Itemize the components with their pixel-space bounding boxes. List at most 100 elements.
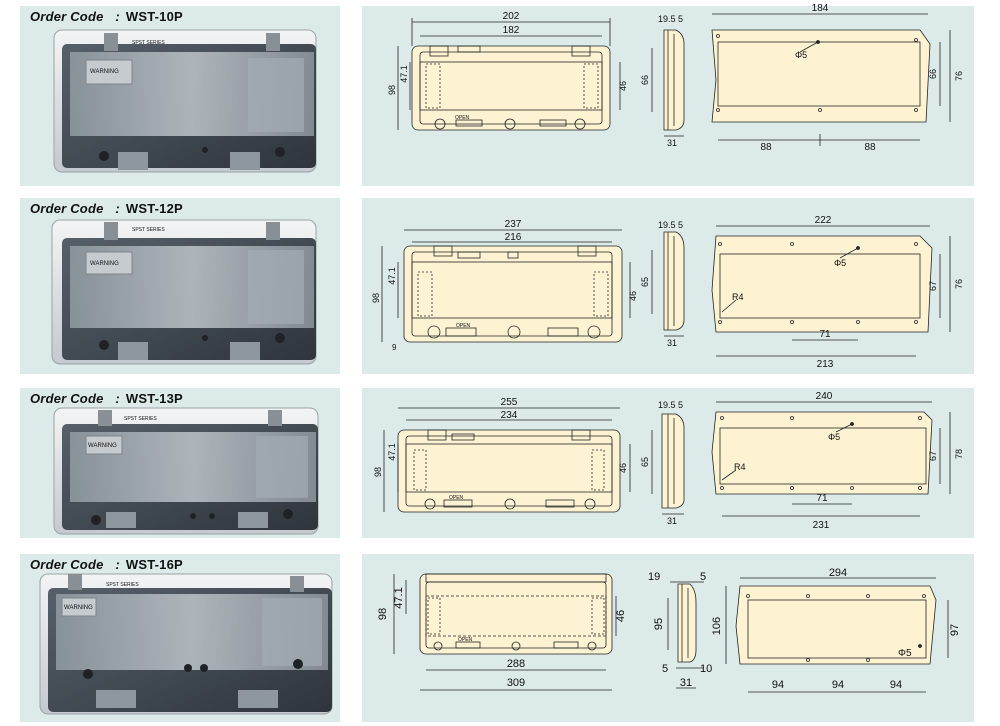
open-label: OPEN — [455, 115, 470, 121]
dim-corner-radius: R4 — [734, 462, 746, 472]
dim-side-depth: 31 — [667, 138, 677, 148]
dim-bottom-width: 213 — [817, 359, 834, 370]
series-sticker-text: SPST SERIES — [132, 40, 165, 46]
warning-sticker-text: WARNING — [88, 443, 117, 449]
open-label: OPEN — [449, 495, 464, 501]
dim-side-top-a: 19 — [648, 571, 660, 583]
side-view — [677, 583, 697, 663]
order-code-label-3: Order Code :WST-13P — [30, 391, 183, 406]
warning-sticker-text: WARNING — [90, 69, 119, 75]
front-view — [397, 429, 621, 513]
series-sticker-text: SPST SERIES — [106, 582, 139, 588]
dim-cutout-width: 184 — [812, 3, 829, 14]
drawing-wst-12p — [381, 225, 951, 357]
dim-bottom-width: 231 — [813, 520, 830, 531]
dim-side-height: 65 — [640, 457, 650, 467]
dim-height-total: 98 — [377, 608, 389, 620]
dim-cutout-width: 294 — [829, 567, 847, 579]
dim-side-depth: 31 — [680, 677, 692, 689]
dim-span-c: 94 — [890, 679, 902, 691]
dim-cutout-width: 222 — [815, 215, 832, 226]
dim-height-right: 46 — [618, 81, 628, 91]
dim-cutout-outer-h: 106 — [711, 617, 723, 635]
dim-side-height: 95 — [653, 618, 665, 630]
dim-cutout-outer-h: 76 — [954, 71, 964, 81]
dim-corner-radius: R4 — [732, 292, 744, 302]
cutout-view — [711, 411, 933, 495]
series-sticker-text: SPST SERIES — [132, 227, 165, 233]
dim-inner-width: 216 — [505, 232, 522, 243]
drawing-wst-13p — [383, 401, 951, 517]
dim-side-depth: 31 — [667, 516, 677, 526]
dim-height-total: 98 — [371, 293, 381, 303]
open-label: OPEN — [458, 637, 473, 643]
order-code-value: WST-13P — [125, 391, 183, 406]
dim-side-height: 65 — [640, 277, 650, 287]
drawing-wst-16p — [393, 573, 949, 693]
dim-side-bot-b: 10 — [700, 663, 712, 675]
dim-hole-diameter: Φ5 — [834, 258, 846, 268]
dim-side-top-b: 5 — [678, 14, 683, 24]
side-view — [661, 413, 685, 509]
dim-inner-bottom: 288 — [507, 658, 525, 670]
order-code-value: WST-12P — [125, 201, 183, 216]
front-view — [403, 245, 623, 343]
dim-height-right: 46 — [628, 291, 638, 301]
dim-overall-width: 202 — [503, 11, 520, 22]
dim-span: 71 — [816, 493, 828, 504]
dim-inner-width: 182 — [503, 25, 520, 36]
side-view — [663, 29, 685, 131]
order-code-label-2: Order Code :WST-12P — [30, 201, 183, 216]
warning-sticker-text: WARNING — [64, 605, 93, 611]
dim-cutout-inner-h: 67 — [928, 451, 938, 461]
drawing-wst-10p — [397, 13, 951, 146]
dim-span: 71 — [819, 329, 831, 340]
dim-height-window: 47.1 — [399, 65, 409, 83]
dim-height-right: 46 — [615, 610, 627, 622]
dim-cutout-outer-h: 76 — [954, 279, 964, 289]
dim-side-depth: 31 — [667, 338, 677, 348]
dim-hole-diameter: Φ5 — [898, 648, 912, 659]
cutout-view — [711, 29, 931, 123]
dim-cutout-width: 240 — [816, 391, 833, 402]
dim-side-top-b: 5 — [678, 220, 683, 230]
dim-side-top-b: 5 — [700, 571, 706, 583]
dim-overall-width: 255 — [501, 397, 518, 408]
product-photo-wst-13p: WARNING SPST SERIES — [53, 407, 319, 535]
dim-height-window: 47.1 — [387, 267, 397, 285]
dim-height-window: 47.1 — [393, 587, 405, 608]
cutout-view — [711, 235, 933, 333]
order-code-label-4: Order Code :WST-16P — [30, 557, 183, 572]
dim-side-bot-a: 5 — [662, 663, 668, 675]
product-photo-wst-10p: WARNING SPST SERIES — [53, 29, 317, 173]
order-code-value: WST-16P — [125, 557, 183, 572]
dim-span-a: 88 — [760, 142, 772, 153]
front-view — [411, 45, 611, 131]
dim-inner-width: 234 — [501, 410, 518, 421]
order-code-label-1: Order Code :WST-10P — [30, 9, 183, 24]
dim-side-top-a: 19.5 — [658, 14, 676, 24]
dim-hole-diameter: Φ5 — [828, 432, 840, 442]
product-photo-wst-12p: WARNING SPST SERIES — [51, 219, 317, 365]
dim-small: 9 — [392, 343, 397, 352]
warning-sticker-text: WARNING — [90, 261, 119, 267]
product-photo-wst-16p: WARNING SPST SERIES — [39, 573, 333, 715]
dim-cutout-inner-h: 67 — [928, 281, 938, 291]
dim-height-total: 98 — [373, 467, 383, 477]
dim-cutout-inner-h: 97 — [949, 624, 961, 636]
cutout-view — [735, 585, 937, 665]
order-code-value: WST-10P — [125, 9, 183, 24]
dim-cutout-outer-h: 78 — [954, 449, 964, 459]
dim-overall-bottom: 309 — [507, 677, 525, 689]
dim-height-total: 98 — [387, 85, 397, 95]
dim-side-top-a: 19.5 — [658, 400, 676, 410]
dim-height-right: 46 — [618, 463, 628, 473]
dim-overall-width: 237 — [505, 219, 522, 230]
dim-span-a: 94 — [772, 679, 784, 691]
front-view — [419, 573, 613, 655]
dim-side-top-a: 19.5 — [658, 220, 676, 230]
dim-side-height: 66 — [640, 75, 650, 85]
